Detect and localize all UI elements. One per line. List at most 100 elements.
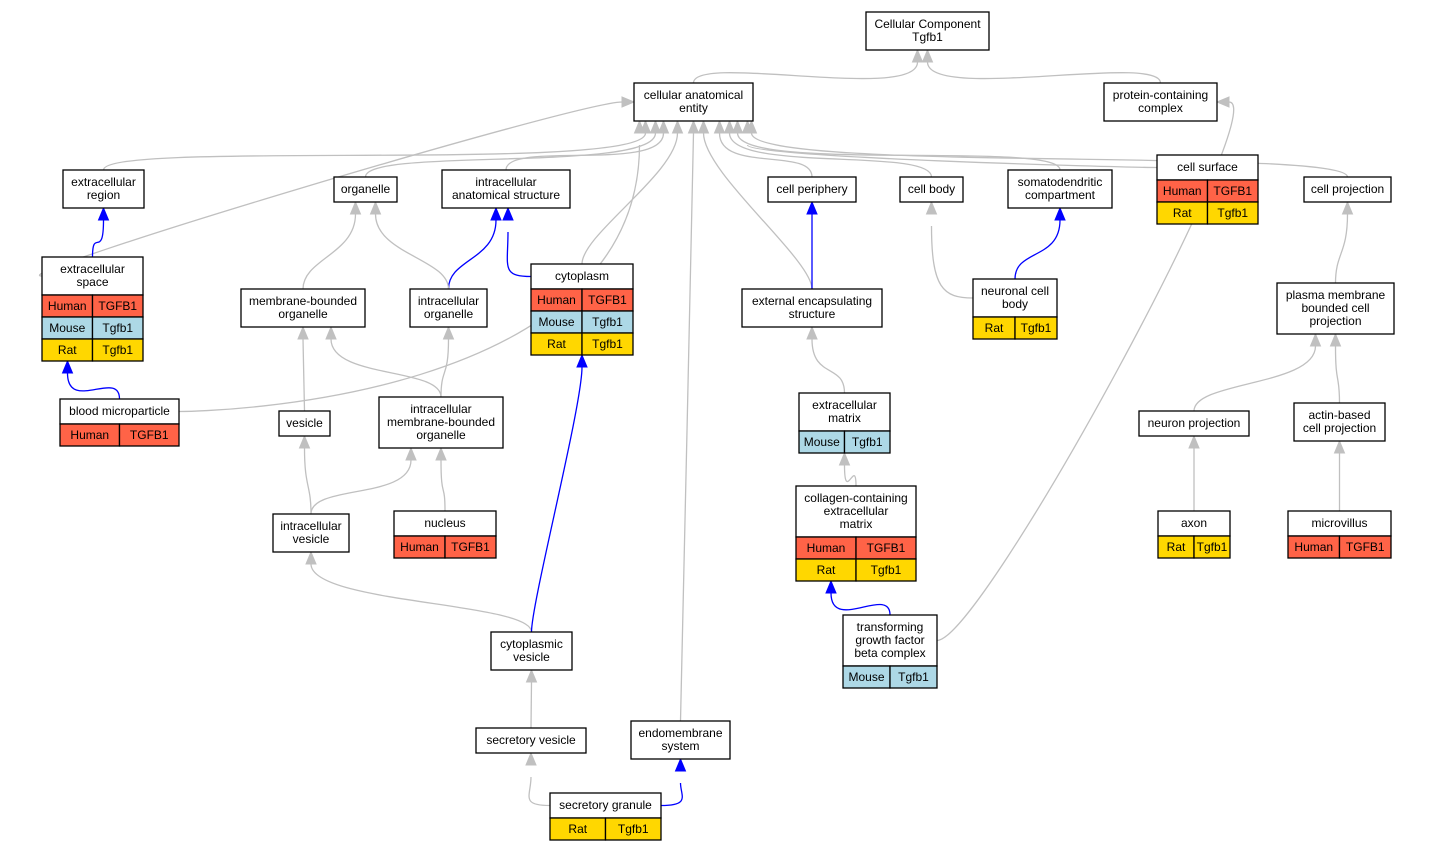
gene-cell	[1338, 535, 1392, 559]
node-neuproj[interactable]: neuron projection	[1138, 410, 1250, 437]
species-label: Human	[48, 299, 87, 313]
edge-ncb-to-somato	[1014, 206, 1066, 280]
node-label-line: organelle	[341, 182, 391, 196]
node-label-line: Cellular Component	[874, 17, 981, 31]
gene-cell	[118, 423, 180, 447]
node-header-box	[549, 792, 662, 819]
node-header-box	[633, 82, 754, 122]
edge-arrowhead	[405, 446, 417, 461]
species-label: Mouse	[49, 321, 85, 335]
node-label-line: system	[661, 739, 699, 753]
node-header-box	[630, 720, 731, 760]
species-label: Human	[400, 540, 439, 554]
node-vesicle[interactable]: vesicle	[278, 410, 331, 437]
edge-arrowhead	[305, 550, 317, 565]
node-label-line: complex	[1138, 101, 1183, 115]
node-label-line: collagen-containing	[804, 491, 907, 505]
edge-arrowhead	[576, 353, 588, 368]
edge-line	[66, 372, 121, 400]
edge-line	[718, 132, 813, 178]
edge-cytoves-to-cyto	[530, 353, 588, 633]
edge-pcc-to-root	[921, 48, 1162, 84]
node-header-box	[278, 410, 331, 437]
gene-symbol: TGFB1	[130, 428, 169, 442]
edge-vesicle-to-mbo	[297, 325, 309, 412]
species-label: Rat	[547, 337, 566, 351]
edge-line	[440, 459, 446, 512]
edge-line	[692, 61, 919, 84]
edge-arrowhead	[671, 119, 684, 134]
node-label-line: Tgfb1	[912, 30, 943, 44]
node-label-line: nucleus	[424, 516, 465, 530]
node-ccecm[interactable]: collagen-containingextracellularmatrixHu…	[795, 485, 917, 582]
gene-cell	[91, 338, 144, 362]
node-label-line: endomembrane	[638, 726, 722, 740]
edge-line	[505, 132, 665, 171]
edge-arrowhead	[723, 119, 736, 134]
node-label-line: cell body	[908, 182, 955, 196]
edge-cellproj-to-cae	[745, 119, 1349, 178]
edge-line	[1193, 345, 1317, 412]
node-header-box	[333, 176, 398, 203]
edge-arrowhead	[97, 206, 110, 221]
gene-symbol: TGFB1	[1213, 184, 1252, 198]
gene-symbol: Tgfb1	[592, 315, 623, 329]
node-label-line: somatodendritic	[1018, 175, 1103, 189]
edge-ees-to-cae	[697, 119, 813, 290]
gene-symbol: TGFB1	[867, 541, 906, 555]
node-cellbody[interactable]: cell body	[899, 176, 964, 203]
node-label-line: transforming	[857, 620, 924, 634]
node-cellproj[interactable]: cell projection	[1303, 176, 1392, 203]
edge-line	[374, 213, 450, 290]
node-cellper[interactable]: cell periphery	[767, 176, 857, 203]
node-label-line: axon	[1181, 516, 1207, 530]
node-label-line: space	[76, 275, 108, 289]
edge-arrowhead	[713, 119, 726, 134]
edge-ias-to-cae	[505, 119, 670, 171]
gene-symbol: TGFB1	[98, 299, 137, 313]
node-label-line: plasma membrane	[1286, 288, 1386, 302]
edge-line	[310, 459, 412, 515]
edge-line	[750, 132, 1349, 178]
edge-arrowhead	[435, 446, 447, 461]
edge-axon-to-neuproj	[1188, 434, 1200, 511]
node-header-box	[741, 288, 883, 328]
node-label-line: extracellular	[71, 175, 136, 189]
node-header-box	[1276, 282, 1395, 335]
node-organelle[interactable]: organelle	[333, 176, 398, 203]
node-label-line: growth factor	[855, 633, 924, 647]
node-secves[interactable]: secretory vesicle	[475, 727, 587, 754]
node-label-line: bounded cell	[1301, 301, 1369, 315]
species-label: Mouse	[804, 435, 840, 449]
node-label-line: membrane-bounded	[387, 415, 495, 429]
edge-line	[811, 338, 846, 394]
